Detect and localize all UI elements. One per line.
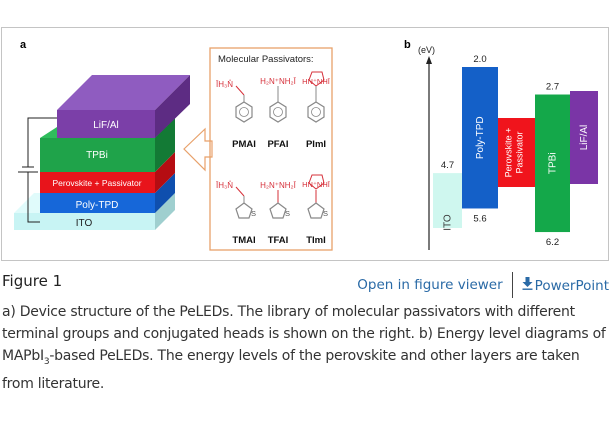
layer-label-tpbi: TPBi	[86, 150, 108, 161]
molecule-pmai: ĪH₃N̊ PMAI	[216, 80, 256, 150]
layer-label-poly-tpd: Poly-TPD	[76, 200, 119, 211]
passivator-box	[209, 47, 333, 251]
formula-timi: HN⁺NHĪ	[302, 180, 331, 189]
open-figure-viewer-link[interactable]: Open in figure viewer	[357, 277, 503, 293]
energy-bar-poly-tpd	[462, 67, 498, 209]
imidazole-ring-icon	[308, 71, 325, 87]
thiophene-ring-icon	[307, 202, 325, 219]
name-tmai: TMAI	[232, 235, 255, 246]
energy-value-bottom-tpbi: 6.2	[546, 237, 559, 248]
figure-title: Figure 1	[2, 272, 63, 290]
energy-bar-label-lif-al: LiF/Al	[579, 125, 590, 151]
name-timi: TImI	[306, 235, 326, 246]
ring-atom-timi: S	[323, 209, 328, 218]
axis-arrow-icon	[426, 56, 432, 64]
energy-bars: ITO 4.7 Poly-TPD 2.0 5.6 Perovskite +Passivat…	[433, 54, 598, 248]
layer-lif-al: LiF/Al	[57, 75, 190, 138]
energy-bar-label-poly-tpd: Poly-TPD	[475, 116, 486, 159]
energy-value-top-ito: 4.7	[441, 160, 454, 171]
passivators-title: Molecular Passivators:	[218, 54, 314, 65]
energy-value-top-poly-tpd: 2.0	[473, 54, 486, 65]
molecule-pimi: HN⁺NHĪ PImI	[302, 71, 331, 150]
figure-links: Open in figure viewer PowerPoint	[357, 272, 609, 298]
molecule-tfai: H₂N⁺NH₂Ī S TFAI	[260, 181, 297, 246]
axis-label-ev: (eV)	[418, 45, 435, 55]
formula-pfai: H₂N⁺NH₂Ī	[260, 77, 297, 86]
energy-bar-perovskite-passivator	[498, 118, 535, 187]
thiophene-ring-icon	[235, 202, 253, 219]
figure-caption: a) Device structure of the PeLEDs. The l…	[2, 301, 608, 395]
layer-label-perovskite: Perovskite + Passivator	[52, 178, 141, 188]
name-pmai: PMAI	[232, 139, 256, 150]
ring-atom-tfai: S	[285, 209, 290, 218]
figure-graphic: a ITO Poly-TPD Perovskite + Passivator T…	[14, 39, 598, 251]
molecule-tmai: ĪH₃N̊ S TMAI	[216, 181, 256, 246]
energy-bar-label-line1: Perovskite +	[504, 128, 514, 178]
link-separator	[511, 272, 513, 298]
callout-arrow-icon	[183, 127, 213, 172]
caption-text-part2: -based PeLEDs. The energy levels of the …	[2, 348, 580, 392]
molecule-pfai: H₂N⁺NH₂Ī PFAI	[260, 77, 297, 150]
energy-bar-ito	[433, 173, 462, 228]
layer-perovskite: Perovskite + Passivator	[40, 152, 175, 193]
circuit-battery-icon	[18, 117, 57, 223]
benzene-ring-icon	[269, 101, 287, 123]
molecule-timi: HN⁺NHĪ S TImI	[302, 174, 331, 246]
formula-pmai: ĪH₃N̊	[216, 80, 233, 89]
caption-text-part1: a) Device structure of the PeLEDs. The l…	[2, 304, 606, 364]
energy-value-bottom-poly-tpd: 5.6	[473, 213, 486, 224]
download-arrow-icon	[522, 276, 533, 294]
layer-label-lif-al: LiF/Al	[93, 120, 119, 131]
caption-subscript: 3	[43, 356, 50, 367]
ring-atom-tmai: S	[251, 209, 256, 218]
name-pimi: PImI	[306, 139, 326, 150]
energy-value-top-tpbi: 2.7	[546, 82, 559, 93]
energy-bar-label-tpbi: TPBi	[548, 152, 559, 174]
layer-poly-tpd: Poly-TPD	[40, 173, 175, 213]
benzene-ring-icon	[235, 101, 253, 123]
energy-bar-lif-al	[570, 91, 598, 184]
energy-bar-label-ito: ITO	[443, 214, 454, 231]
formula-tfai: H₂N⁺NH₂Ī	[260, 181, 297, 190]
energy-bar-tpbi	[535, 94, 570, 233]
imidazole-ring-icon	[308, 174, 325, 190]
name-pfai: PFAI	[267, 139, 288, 150]
benzene-ring-icon	[307, 101, 325, 123]
formula-tmai: ĪH₃N̊	[216, 181, 233, 190]
thiophene-ring-icon	[269, 202, 287, 219]
name-tfai: TFAI	[268, 235, 289, 246]
energy-bar-label-line2: Passivator	[515, 131, 525, 173]
layer-label-ito: ITO	[76, 218, 93, 229]
powerpoint-label: PowerPoint	[534, 277, 609, 294]
panel-b-label: b	[404, 39, 411, 51]
powerpoint-link[interactable]: PowerPoint	[522, 276, 609, 294]
panel-a-label: a	[20, 39, 27, 51]
formula-pimi: HN⁺NHĪ	[302, 77, 331, 86]
